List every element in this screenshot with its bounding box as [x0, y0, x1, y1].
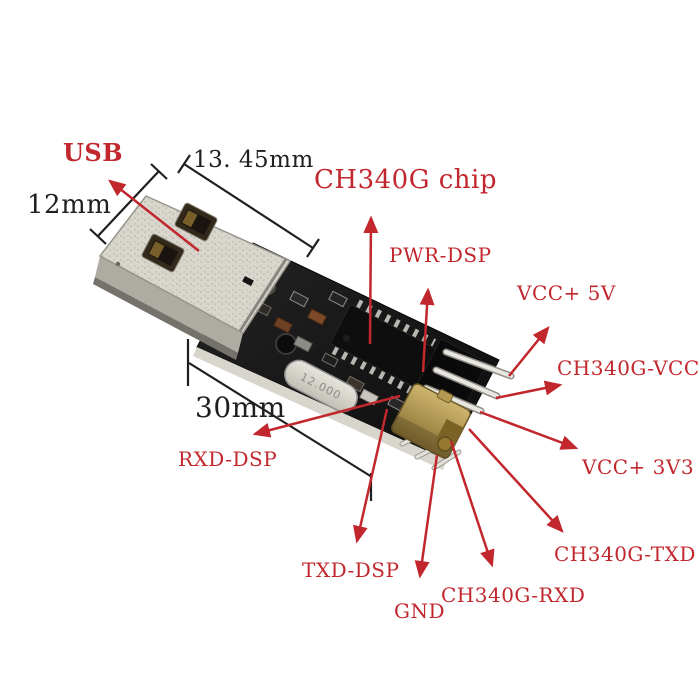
label-usb: USB: [63, 138, 124, 167]
arrow-txd-dsp: [353, 408, 389, 544]
smd-component: [328, 290, 348, 308]
usb-connector-side-shadow: [93, 277, 238, 360]
header-pin: [434, 368, 499, 398]
label-dim-30mm: 30mm: [195, 391, 286, 424]
usb-contact-window: [174, 202, 218, 242]
pcb-edge-highlight: [193, 347, 447, 470]
usb-connector-top: [98, 195, 292, 334]
label-vcc-5v: VCC+ 5V: [517, 281, 616, 305]
label-ch340g-rxd: CH340G-RXD: [441, 583, 586, 607]
label-dim-12mm: 12mm: [27, 190, 112, 220]
arrow-ch340g-txd: [468, 428, 564, 533]
arrow-ch340g-chip: [363, 215, 379, 345]
label-dim-13-45mm: 13. 45mm: [193, 147, 314, 173]
arrow-gnd: [414, 454, 439, 579]
dim-tick: [306, 238, 320, 258]
dimension-lines: [89, 154, 373, 501]
jumper-cap: [391, 383, 471, 459]
header-pins: [422, 348, 515, 415]
label-txd-dsp: TXD-DSP: [302, 558, 400, 582]
usb-connector-side: [95, 256, 243, 353]
capacitor: [275, 333, 297, 355]
usb-shell-hole: [115, 261, 121, 267]
usb-shell-seam: [238, 258, 288, 332]
dim-line-12mm: [97, 170, 160, 237]
label-ch340g-chip: CH340G chip: [314, 165, 497, 195]
label-vcc-3v3: VCC+ 3V3: [582, 455, 695, 479]
arrow-pwr-dsp: [419, 287, 435, 373]
annotation-arrows: [108, 179, 579, 579]
smd-component: [289, 290, 309, 308]
smd-diode: [273, 316, 293, 334]
label-gnd: GND: [394, 599, 446, 623]
arrow-ch340g-vcc: [495, 380, 563, 400]
smd-diode: [307, 308, 327, 326]
dim-tick: [89, 228, 107, 245]
arrow-ch340g-rxd: [449, 440, 495, 568]
smd-component: [293, 335, 313, 353]
dim-line-13-45mm: [183, 163, 314, 249]
arrow-vcc-3v3: [479, 410, 579, 450]
dim-tick: [150, 163, 168, 180]
label-pwr-dsp: PWR-DSP: [389, 243, 492, 267]
arrow-usb: [108, 179, 200, 252]
dim-tick: [177, 154, 191, 174]
arrow-rxd-dsp: [252, 394, 401, 438]
smd-component: [321, 352, 339, 368]
dim-line-30mm: [188, 362, 373, 478]
usb-serial-adapter-module: 12.000: [93, 195, 515, 471]
arrow-vcc-5v: [508, 326, 550, 377]
label-ch340g-vcc: CH340G-VCC: [557, 356, 700, 380]
smd-led: [359, 388, 379, 406]
header-pin: [424, 386, 483, 413]
header-pin: [444, 350, 513, 378]
usb-contact-window: [141, 233, 185, 273]
usb-shell-slot: [242, 276, 254, 286]
label-ch340g-txd: CH340G-TXD: [554, 542, 696, 566]
label-rxd-dsp: RXD-DSP: [178, 447, 278, 471]
